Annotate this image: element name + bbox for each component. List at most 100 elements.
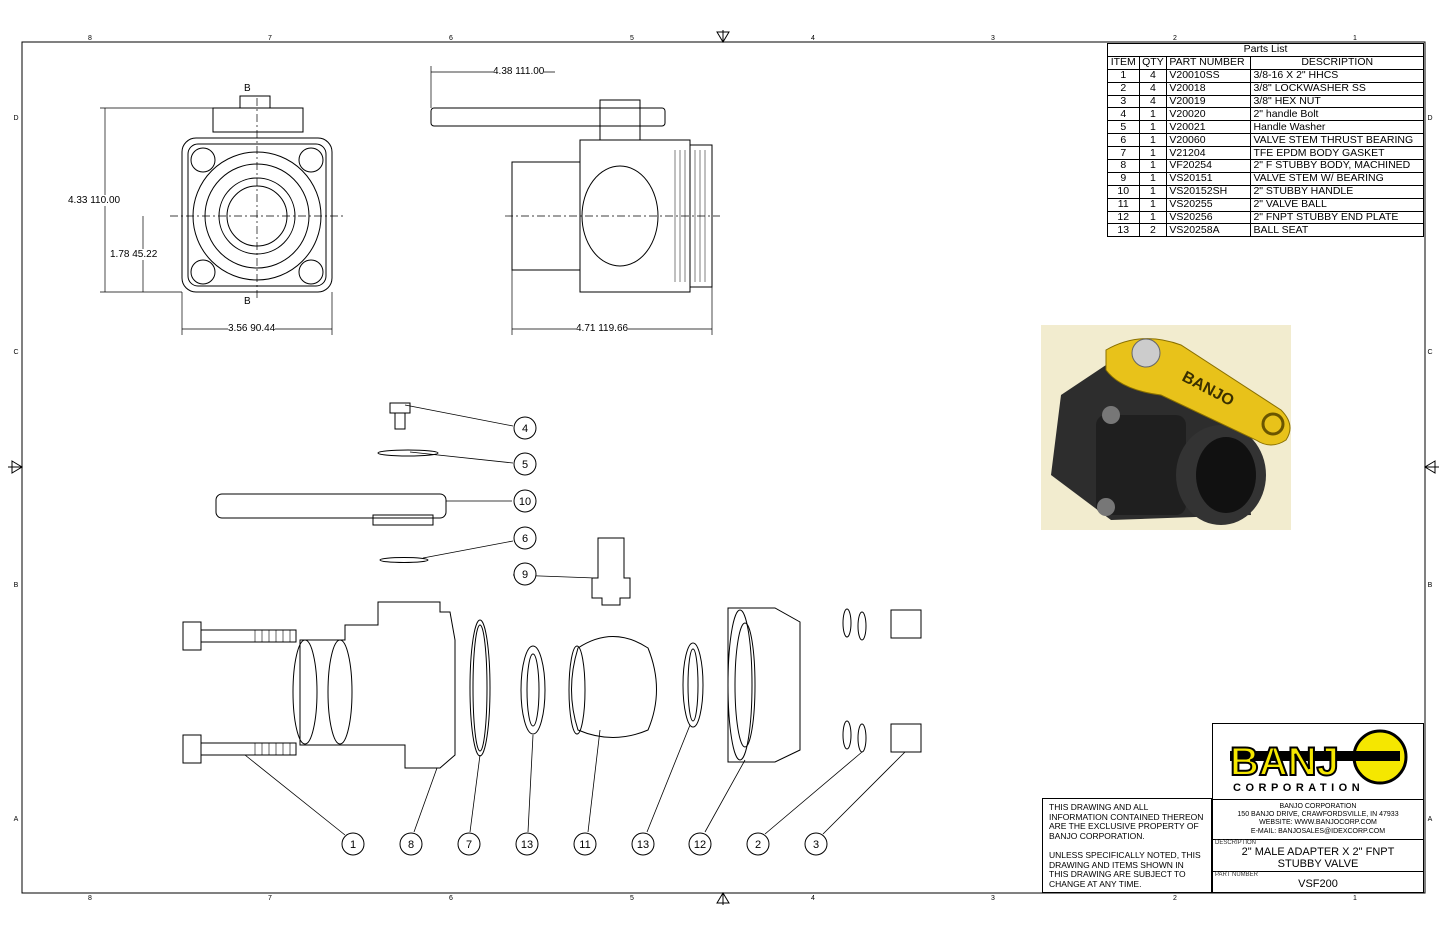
cell-item: 13	[1107, 223, 1140, 238]
balloon: 6	[513, 526, 537, 550]
balloon-circle	[631, 832, 655, 856]
section-mark-top: B	[244, 83, 251, 94]
company-website: WEBSITE: WWW.BANJOCORP.COM	[1259, 819, 1377, 827]
balloon: 2	[746, 832, 770, 856]
part-handle	[215, 493, 447, 519]
balloon-number: 2	[755, 839, 761, 851]
part-ball	[571, 636, 657, 738]
cell-qty: 1	[1138, 120, 1168, 135]
zone-row-label: B	[14, 582, 19, 589]
part-ball-seat	[520, 645, 546, 735]
description-label: DESCRIPTION	[1215, 840, 1257, 846]
balloon-number: 9	[522, 569, 528, 581]
part-handle-washer	[377, 449, 439, 457]
cell-qty: 1	[1138, 146, 1168, 161]
cell-qty: 4	[1138, 81, 1168, 96]
balloon: 10	[513, 489, 537, 513]
balloon-number: 5	[522, 459, 528, 471]
zone-row-label: C	[1427, 349, 1432, 356]
svg-text:BANJ: BANJ	[1230, 740, 1339, 784]
part-lockwasher	[842, 608, 852, 638]
cell-qty: 4	[1138, 68, 1168, 83]
zone-column-label: 4	[811, 895, 815, 902]
part-number-label: PART NUMBER	[1215, 872, 1259, 878]
notice-box: THIS DRAWING AND ALL INFORMATION CONTAIN…	[1042, 798, 1212, 893]
cell-part-number: V20021	[1166, 120, 1252, 135]
balloon-circle	[513, 526, 537, 550]
company-email: E-MAIL: BANJOSALES@IDEXCORP.COM	[1250, 827, 1386, 835]
balloon-number: 12	[694, 839, 706, 851]
cell-item: 12	[1107, 210, 1140, 225]
side-section-view	[430, 66, 720, 335]
cell-part-number: VS20152SH	[1166, 184, 1252, 199]
cell-part-number: VF20254	[1166, 159, 1252, 173]
cell-item: 10	[1107, 184, 1140, 199]
zone-column-label: 8	[88, 895, 92, 902]
part-ball-seat-2	[682, 642, 704, 728]
cell-qty: 1	[1138, 133, 1168, 148]
zone-column-label: 6	[449, 35, 453, 42]
zone-column-label: 4	[811, 35, 815, 42]
part-bolt-head	[182, 621, 202, 651]
cell-item: 11	[1107, 197, 1140, 212]
cell-part-number: VS20151	[1166, 171, 1252, 186]
part-thrust-bearing	[379, 557, 429, 563]
balloon: 9	[513, 562, 537, 586]
part-handle-bolt	[389, 402, 411, 414]
exploded-view	[182, 402, 922, 769]
zone-column-label: 5	[630, 895, 634, 902]
cell-qty: 4	[1138, 94, 1168, 109]
balloon-circle	[513, 562, 537, 586]
balloon-number: 3	[813, 839, 819, 851]
parts-list-title: Parts List	[1107, 43, 1424, 57]
cell-item: 5	[1107, 120, 1140, 135]
cell-description: 2" STUBBY HANDLE	[1250, 184, 1424, 199]
cell-part-number: V21204	[1166, 146, 1252, 161]
front-view	[100, 95, 345, 335]
part-valve-stem	[591, 537, 631, 606]
part-hex-nut	[890, 609, 922, 639]
header-description: DESCRIPTION	[1250, 55, 1424, 70]
dim-handle-length: 4.38 111.00	[493, 66, 545, 77]
balloon-number: 13	[521, 839, 533, 851]
balloon-number: 4	[522, 423, 528, 435]
cell-qty: 1	[1138, 171, 1168, 186]
balloon: 13	[515, 832, 539, 856]
balloon-number: 6	[522, 533, 528, 545]
cell-description: Handle Washer	[1250, 120, 1424, 135]
balloon-number: 8	[408, 839, 414, 851]
cell-qty: 2	[1138, 223, 1168, 238]
cell-item: 4	[1107, 107, 1140, 122]
cell-part-number: V20018	[1166, 81, 1252, 96]
company-name: BANJO CORPORATION	[1279, 803, 1357, 810]
company-address: 150 BANJO DRIVE, CRAWFORDSVILLE, IN 4793…	[1237, 811, 1399, 819]
header-qty: QTY	[1138, 55, 1168, 70]
balloon-circle	[399, 832, 423, 856]
cell-qty: 1	[1138, 107, 1168, 122]
zone-row-label: D	[13, 115, 18, 122]
dim-front-center: 1.78 45.22	[110, 249, 158, 260]
zone-row-label: A	[1428, 816, 1433, 823]
header-part-number: PART NUMBER	[1166, 55, 1252, 70]
balloon-circle	[457, 832, 481, 856]
balloon-circle	[804, 832, 828, 856]
balloon: 11	[573, 832, 597, 856]
zone-row-label: C	[13, 349, 18, 356]
zone-row-label: A	[14, 816, 19, 823]
section-mark-bottom: B	[244, 296, 251, 307]
cell-description: 2" handle Bolt	[1250, 107, 1424, 122]
cell-qty: 1	[1138, 184, 1168, 199]
cell-description: 2" VALVE BALL	[1250, 197, 1424, 212]
valve-3d-render: BANJO	[1041, 325, 1291, 530]
cell-item: 3	[1107, 94, 1140, 109]
cell-item: 9	[1107, 171, 1140, 186]
parts-list-table: Parts List ITEM QTY PART NUMBER DESCRIPT…	[1107, 43, 1424, 238]
dim-front-height: 4.33 110.00	[68, 195, 121, 206]
cell-qty: 1	[1138, 210, 1168, 225]
